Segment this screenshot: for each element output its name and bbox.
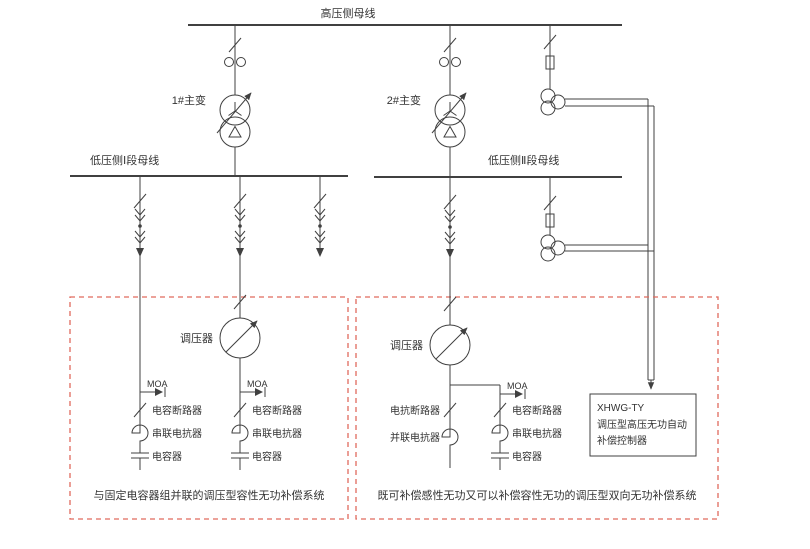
right-capacitor-branch: MOA 电容断路器 串联电抗器 电容器: [491, 381, 562, 470]
left-system-caption: 与固定电容器组并联的调压型容性无功补偿系统: [94, 488, 325, 502]
breaker-label: 电容断路器: [152, 404, 202, 417]
wye-winding-icon: [443, 102, 457, 116]
transformer-1-label: 1#主变: [172, 93, 206, 107]
regulator-label: 调压器: [180, 332, 213, 345]
moa-label: MOA: [147, 379, 168, 389]
wye-winding-icon: [228, 102, 242, 116]
voltage-regulator-icon: [219, 317, 261, 359]
voltage-transformer-icon: [540, 234, 566, 262]
hv-busbar-section: 高压侧母线: [188, 6, 622, 26]
series-reactor-icon: [491, 420, 509, 453]
series-reactor-icon: [231, 420, 249, 453]
shunt-reactor-icon: [441, 420, 459, 468]
lv-busbar-1-section: 低压侧Ⅰ段母线: [70, 153, 348, 177]
oltc-arrow-icon: [216, 92, 252, 134]
delta-winding-icon: [228, 125, 242, 138]
transformer-icon: [431, 92, 467, 148]
fuse-icon: [545, 55, 555, 70]
pt-branch-lv: [540, 177, 654, 262]
right-main-branch: 调压器 电抗断路器 并联电抗器: [390, 177, 500, 468]
capacitor-icon: [231, 452, 249, 470]
oltc-arrow-icon: [431, 92, 467, 134]
regulator-label: 调压器: [390, 339, 423, 352]
capacitor-icon: [491, 452, 509, 470]
lv-busbar-1-label: 低压侧Ⅰ段母线: [90, 153, 159, 167]
left-system-boundary: [69, 296, 349, 520]
capacitor-label: 电容器: [252, 450, 282, 463]
series-reactor-icon: [131, 420, 149, 453]
transformer-1-feeder: 1#主变: [172, 25, 252, 176]
controller-name-line2: 补偿控制器: [597, 434, 647, 447]
left-compensation-system: 与固定电容器组并联的调压型容性无功补偿系统: [69, 296, 349, 520]
controller-name-line1: 调压型高压无功自动: [597, 418, 687, 431]
breaker-label: 电容断路器: [252, 404, 302, 417]
left-branch-b: 调压器 MOA 电容断路器 串联电抗器 电容器: [180, 176, 302, 470]
right-system-caption: 既可补偿感性无功又可以补偿容性无功的调压型双向无功补偿系统: [378, 488, 697, 502]
lv-busbar-2-section: 低压侧Ⅱ段母线: [374, 153, 622, 178]
right-compensation-system: 既可补偿感性无功又可以补偿容性无功的调压型双向无功补偿系统: [355, 296, 719, 520]
reactor-label: 串联电抗器: [252, 427, 302, 440]
controller-outline: [589, 393, 697, 457]
controller-model: XHWG-TY: [597, 403, 645, 414]
transformer-2-feeder: 2#主变: [387, 25, 467, 177]
voltage-regulator-icon: [429, 324, 471, 366]
moa-label: MOA: [247, 379, 268, 389]
voltage-transformer-icon: [540, 88, 566, 116]
reactor-label: 串联电抗器: [512, 427, 562, 440]
moa-label: MOA: [507, 381, 528, 391]
controller-box: XHWG-TY 调压型高压无功自动 补偿控制器: [589, 393, 697, 457]
breaker-label: 电容断路器: [512, 404, 562, 417]
shunt-reactor-label: 并联电抗器: [390, 431, 440, 444]
reactor-label: 串联电抗器: [152, 427, 202, 440]
capacitor-icon: [131, 452, 149, 470]
reactor-breaker-label: 电抗断路器: [390, 404, 440, 417]
spare-feeder: [314, 176, 326, 257]
transformer-icon: [216, 92, 252, 148]
right-system-boundary: [355, 296, 719, 520]
transformer-2-label: 2#主变: [387, 93, 421, 107]
capacitor-label: 电容器: [152, 450, 182, 463]
fuse-icon: [545, 213, 555, 228]
hv-busbar-label: 高压侧母线: [321, 6, 376, 20]
left-branch-a: MOA 电容断路器 串联电抗器 电容器: [131, 176, 202, 470]
lv-busbar-2-label: 低压侧Ⅱ段母线: [488, 153, 559, 167]
delta-winding-icon: [443, 125, 457, 138]
controller-signal-lines: [647, 99, 655, 390]
pt-branch-hv: [540, 25, 654, 116]
capacitor-label: 电容器: [512, 450, 542, 463]
